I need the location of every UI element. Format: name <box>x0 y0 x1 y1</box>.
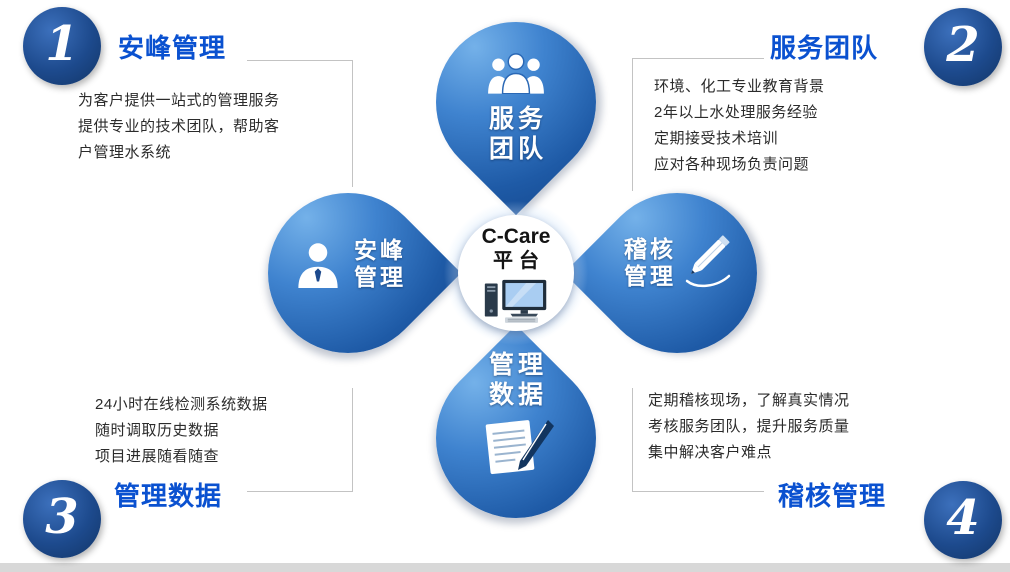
text-line: 考核服务团队，提升服务质量 <box>648 418 850 435</box>
connector-line-top-right <box>632 58 764 191</box>
connector-line-top-left <box>247 60 353 187</box>
number-label: 2 <box>946 17 980 73</box>
corner-number-2: 2 <box>924 8 1002 86</box>
bottom-divider-bar <box>0 563 1010 572</box>
text-line: 户管理水系统 <box>78 144 172 161</box>
number-label: 1 <box>45 16 79 72</box>
petal-data-content: 管理 数据 <box>436 350 596 481</box>
text-line: 随时调取历史数据 <box>95 422 220 439</box>
heading-audit-management: 稽核管理 <box>778 481 887 511</box>
petal-label-line2: 管理 <box>354 264 406 290</box>
petal-service-team-content: 服务 团队 <box>436 52 596 164</box>
text-line: 为客户提供一站式的管理服务 <box>78 92 280 109</box>
text-line: 24小时在线检测系统数据 <box>95 396 268 413</box>
desktop-computer-icon <box>484 279 547 323</box>
text-line: 定期接受技术培训 <box>654 130 779 147</box>
number-label: 4 <box>946 490 980 546</box>
textblock-audit-management: 定期稽核现场，了解真实情况 考核服务团队，提升服务质量 集中解决客户难点 <box>648 388 850 466</box>
textblock-service-team: 环境、化工专业教育背景 2年以上水处理服务经验 定期接受技术培训 应对各种现场负… <box>654 74 825 178</box>
corner-number-3: 3 <box>23 480 101 558</box>
pencil-icon <box>685 235 731 288</box>
petal-label-line1: 稽核 <box>624 236 676 262</box>
heading-anfeng-management: 安峰管理 <box>118 33 227 63</box>
petal-label-line1: 服务 <box>488 105 547 133</box>
person-icon <box>298 243 338 288</box>
corner-number-1: 1 <box>23 7 101 85</box>
text-line: 项目进展随看随查 <box>95 448 220 465</box>
petal-audit-content: 稽核 管理 <box>609 235 745 291</box>
textblock-anfeng-management: 为客户提供一站式的管理服务 提供专业的技术团队，帮助客 户管理水系统 <box>78 88 280 166</box>
text-line: 环境、化工专业教育背景 <box>654 78 825 95</box>
number-label: 3 <box>45 489 79 545</box>
text-line: 提供专业的技术团队，帮助客 <box>78 118 280 135</box>
heading-management-data: 管理数据 <box>114 481 223 511</box>
connector-line-bottom-left <box>247 388 353 492</box>
text-line: 2年以上水处理服务经验 <box>654 104 818 121</box>
text-line: 定期稽核现场，了解真实情况 <box>648 392 850 409</box>
petal-label-line1: 安峰 <box>354 237 406 263</box>
corner-number-4: 4 <box>924 481 1002 559</box>
textblock-management-data: 24小时在线检测系统数据 随时调取历史数据 项目进展随看随查 <box>95 392 268 470</box>
team-people-icon <box>488 53 544 95</box>
connector-line-bottom-right <box>632 388 764 492</box>
center-platform-circle: C-Care 平台 <box>458 215 574 331</box>
petal-label-line1: 管理 <box>488 351 547 379</box>
text-line: 集中解决客户难点 <box>648 444 773 461</box>
heading-service-team: 服务团队 <box>770 33 879 63</box>
petal-label-line2: 团队 <box>488 135 547 163</box>
text-line: 应对各种现场负责问题 <box>654 156 810 173</box>
document-pen-icon <box>485 420 554 475</box>
petal-label-line2: 管理 <box>624 263 676 289</box>
center-subtitle: 平台 <box>493 250 545 272</box>
center-title: C-Care <box>481 225 551 248</box>
petal-anfeng-content: 安峰 管理 <box>282 237 418 291</box>
petal-label-line2: 数据 <box>488 381 547 409</box>
